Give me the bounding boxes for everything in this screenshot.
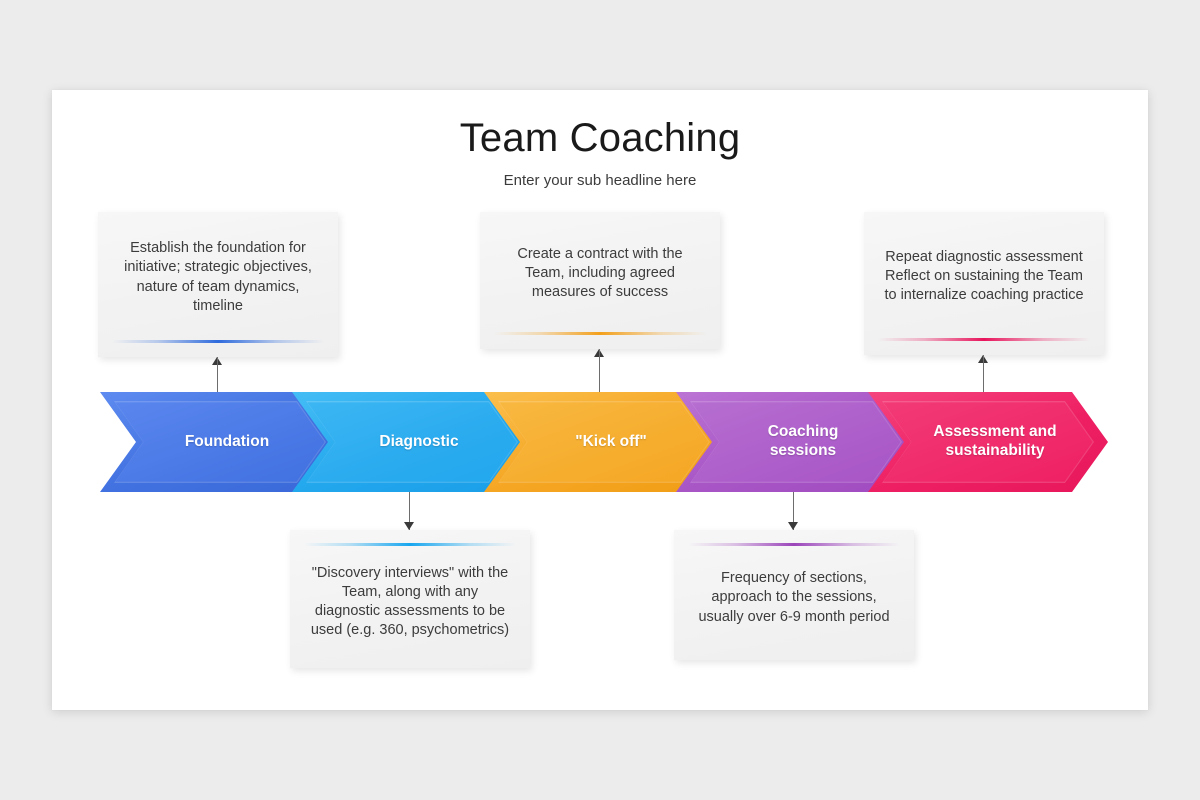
note-accent-line xyxy=(304,543,516,546)
process-step-label: Diagnostic xyxy=(379,432,459,450)
connector-arrow-kickoff xyxy=(594,349,605,392)
note-card-foundation[interactable]: Establish the foundation for initiative;… xyxy=(98,212,338,357)
process-chevron-band: Foundation Diagnostic "Kick off" Coachin… xyxy=(52,392,1148,492)
arrow-stem xyxy=(599,349,601,392)
chevron-inner-fill xyxy=(307,402,516,481)
process-step-kickoff[interactable]: "Kick off" xyxy=(484,392,724,492)
process-step-coaching[interactable]: Coaching sessions xyxy=(676,392,916,492)
connector-arrow-coaching xyxy=(788,492,799,530)
note-card-text: Repeat diagnostic assessment Reflect on … xyxy=(884,248,1084,304)
connector-arrow-foundation xyxy=(212,357,223,392)
arrow-stem xyxy=(983,355,985,392)
process-step-label: "Kick off" xyxy=(575,432,647,450)
chevron-inner-fill xyxy=(499,402,708,481)
arrow-head-down-icon xyxy=(404,522,414,530)
arrow-stem xyxy=(217,357,219,392)
note-card-text: Establish the foundation for initiative;… xyxy=(124,240,312,314)
slide-panel: Team Coaching Enter your sub headline he… xyxy=(52,90,1148,710)
process-step-label: Coaching sessions xyxy=(767,423,839,459)
arrow-head-down-icon xyxy=(788,522,798,530)
note-card-kickoff[interactable]: Create a contract with the Team, includi… xyxy=(480,212,720,349)
note-accent-line xyxy=(494,332,706,335)
chevron-inner-fill xyxy=(115,402,324,481)
note-accent-line xyxy=(112,340,324,343)
process-step-label: Foundation xyxy=(184,432,270,450)
page-title: Team Coaching xyxy=(459,116,741,160)
connector-arrow-diagnostic xyxy=(404,492,415,530)
process-step-label: Assessment and sustainability xyxy=(933,423,1057,459)
note-card-assessment[interactable]: Repeat diagnostic assessment Reflect on … xyxy=(864,212,1104,355)
process-step-foundation[interactable]: Foundation xyxy=(100,392,340,492)
note-card-text: Create a contract with the Team, includi… xyxy=(517,245,683,301)
chevron-inner-fill xyxy=(691,402,900,481)
note-card-text: Frequency of sections, approach to the s… xyxy=(698,570,890,625)
note-card-diagnostic[interactable]: "Discovery interviews" with the Team, al… xyxy=(290,530,530,668)
note-card-text: "Discovery interviews" with the Team, al… xyxy=(310,564,510,639)
connector-arrow-assessment xyxy=(978,355,989,392)
page-subtitle: Enter your sub headline here xyxy=(503,172,697,189)
arrow-stem xyxy=(409,492,411,530)
process-step-assessment[interactable]: Assessment and sustainability xyxy=(868,392,1108,492)
process-step-diagnostic[interactable]: Diagnostic xyxy=(292,392,532,492)
chevron-inner-fill xyxy=(883,402,1092,481)
note-accent-line xyxy=(878,338,1090,341)
arrow-stem xyxy=(793,492,795,530)
note-accent-line xyxy=(688,543,900,546)
note-card-coaching[interactable]: Frequency of sections, approach to the s… xyxy=(674,530,914,660)
